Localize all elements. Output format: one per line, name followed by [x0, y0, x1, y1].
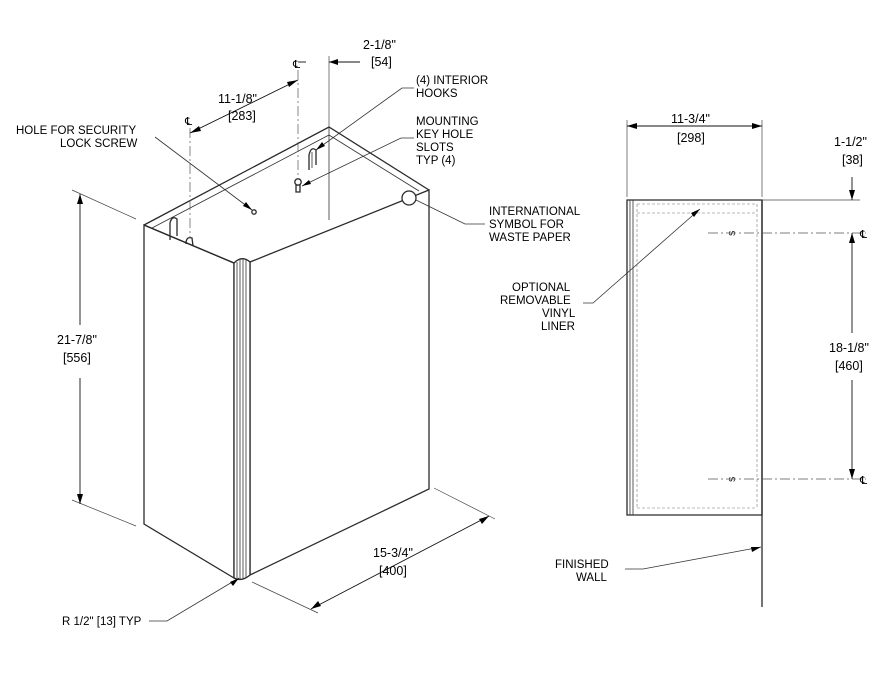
side-profile — [627, 200, 762, 515]
side-width-imperial: 11-3/4" — [671, 112, 710, 126]
side-width-metric: [298] — [677, 131, 705, 145]
side-top-offset-dimension: 1-1/2" [38] — [834, 135, 867, 245]
side-width-dimension: 11-3/4" [298] — [627, 112, 762, 197]
keyhole-slots-line4: TYP (4) — [416, 155, 456, 167]
callout-finished-wall: FINISHED WALL — [555, 547, 761, 584]
waste-symbol-line2: SYMBOL FOR — [489, 219, 564, 231]
offset-dimension: 2-1/8" [54] — [298, 38, 396, 127]
centerline-symbol-left: ℄ — [184, 116, 192, 128]
interior-hooks-line2: HOOKS — [416, 88, 458, 100]
width-dim-imperial: 11-1/8" — [218, 92, 257, 106]
height-dim-imperial: 21-7/8" — [57, 333, 97, 347]
interior-hooks-line1: (4) INTERIOR — [416, 75, 488, 87]
side-slot-spacing-metric: [460] — [835, 359, 863, 373]
side-slot-spacing-imperial: 18-1/8" — [829, 341, 869, 355]
wall-line1: FINISHED — [555, 559, 609, 571]
side-top-offset-imperial: 1-1/2" — [834, 135, 867, 149]
liner-line3: VINYL — [542, 308, 576, 320]
width-dimension: 11-1/8" [283] — [190, 80, 298, 133]
offset-dim-metric: [54] — [371, 55, 392, 69]
depth-dimension: 15-3/4" [400] — [252, 488, 495, 613]
liner-line2: REMOVABLE — [500, 295, 571, 307]
callout-liner: OPTIONAL REMOVABLE VINYL LINER — [500, 209, 700, 333]
mounting-keyhole-slot — [295, 179, 301, 192]
security-screw-hole — [252, 210, 256, 214]
interior-hook-right — [309, 149, 316, 170]
waste-receptacle-body — [144, 127, 429, 579]
centerline-symbol-lower: ℄ — [859, 475, 867, 487]
depth-dim-metric: [400] — [379, 564, 407, 578]
keyhole-slots-line1: MOUNTING — [416, 116, 479, 128]
waste-symbol-line1: INTERNATIONAL — [489, 206, 581, 218]
callout-radius: R 1/2" [13] TYP — [62, 578, 239, 628]
liner-line1: OPTIONAL — [512, 282, 571, 294]
keyhole-slots-line3: SLOTS — [416, 142, 454, 154]
width-dim-metric: [283] — [228, 109, 256, 123]
side-view: S S 11-3/4" [298] ℄ ℄ 1-1/2" [38] — [500, 112, 869, 607]
radius-label: R 1/2" [13] TYP — [62, 616, 142, 628]
security-screw-line2: LOCK SCREW — [60, 138, 137, 150]
keyhole-slots-line2: KEY HOLE — [416, 129, 474, 141]
wall-line2: WALL — [576, 572, 607, 584]
centerline-symbol-upper: ℄ — [859, 229, 867, 241]
interior-hook-left — [170, 218, 193, 246]
callout-security-screw: HOLE FOR SECURITY LOCK SCREW — [16, 125, 252, 210]
liner-line4: LINER — [541, 321, 575, 333]
waste-symbol-line3: WASTE PAPER — [489, 232, 571, 244]
callout-interior-hooks: (4) INTERIOR HOOKS — [316, 75, 488, 150]
callout-waste-symbol: INTERNATIONAL SYMBOL FOR WASTE PAPER — [416, 200, 581, 244]
waste-paper-symbol — [402, 191, 416, 205]
side-top-offset-metric: [38] — [842, 153, 863, 167]
height-dimension: 21-7/8" [556] — [57, 190, 136, 526]
security-screw-line1: HOLE FOR SECURITY — [16, 125, 136, 137]
callout-keyhole-slots: MOUNTING KEY HOLE SLOTS TYP (4) — [302, 116, 479, 186]
depth-dim-imperial: 15-3/4" — [373, 546, 413, 560]
height-dim-metric: [556] — [63, 351, 91, 365]
centerline-symbol-top: ℄ — [292, 59, 300, 71]
side-slot-spacing-dimension: 18-1/8" [460] — [829, 245, 869, 479]
offset-dim-imperial: 2-1/8" — [363, 38, 396, 52]
isometric-view: ℄ ℄ 11-1/8" [283] 2-1/8" [54] 21 — [16, 38, 581, 628]
